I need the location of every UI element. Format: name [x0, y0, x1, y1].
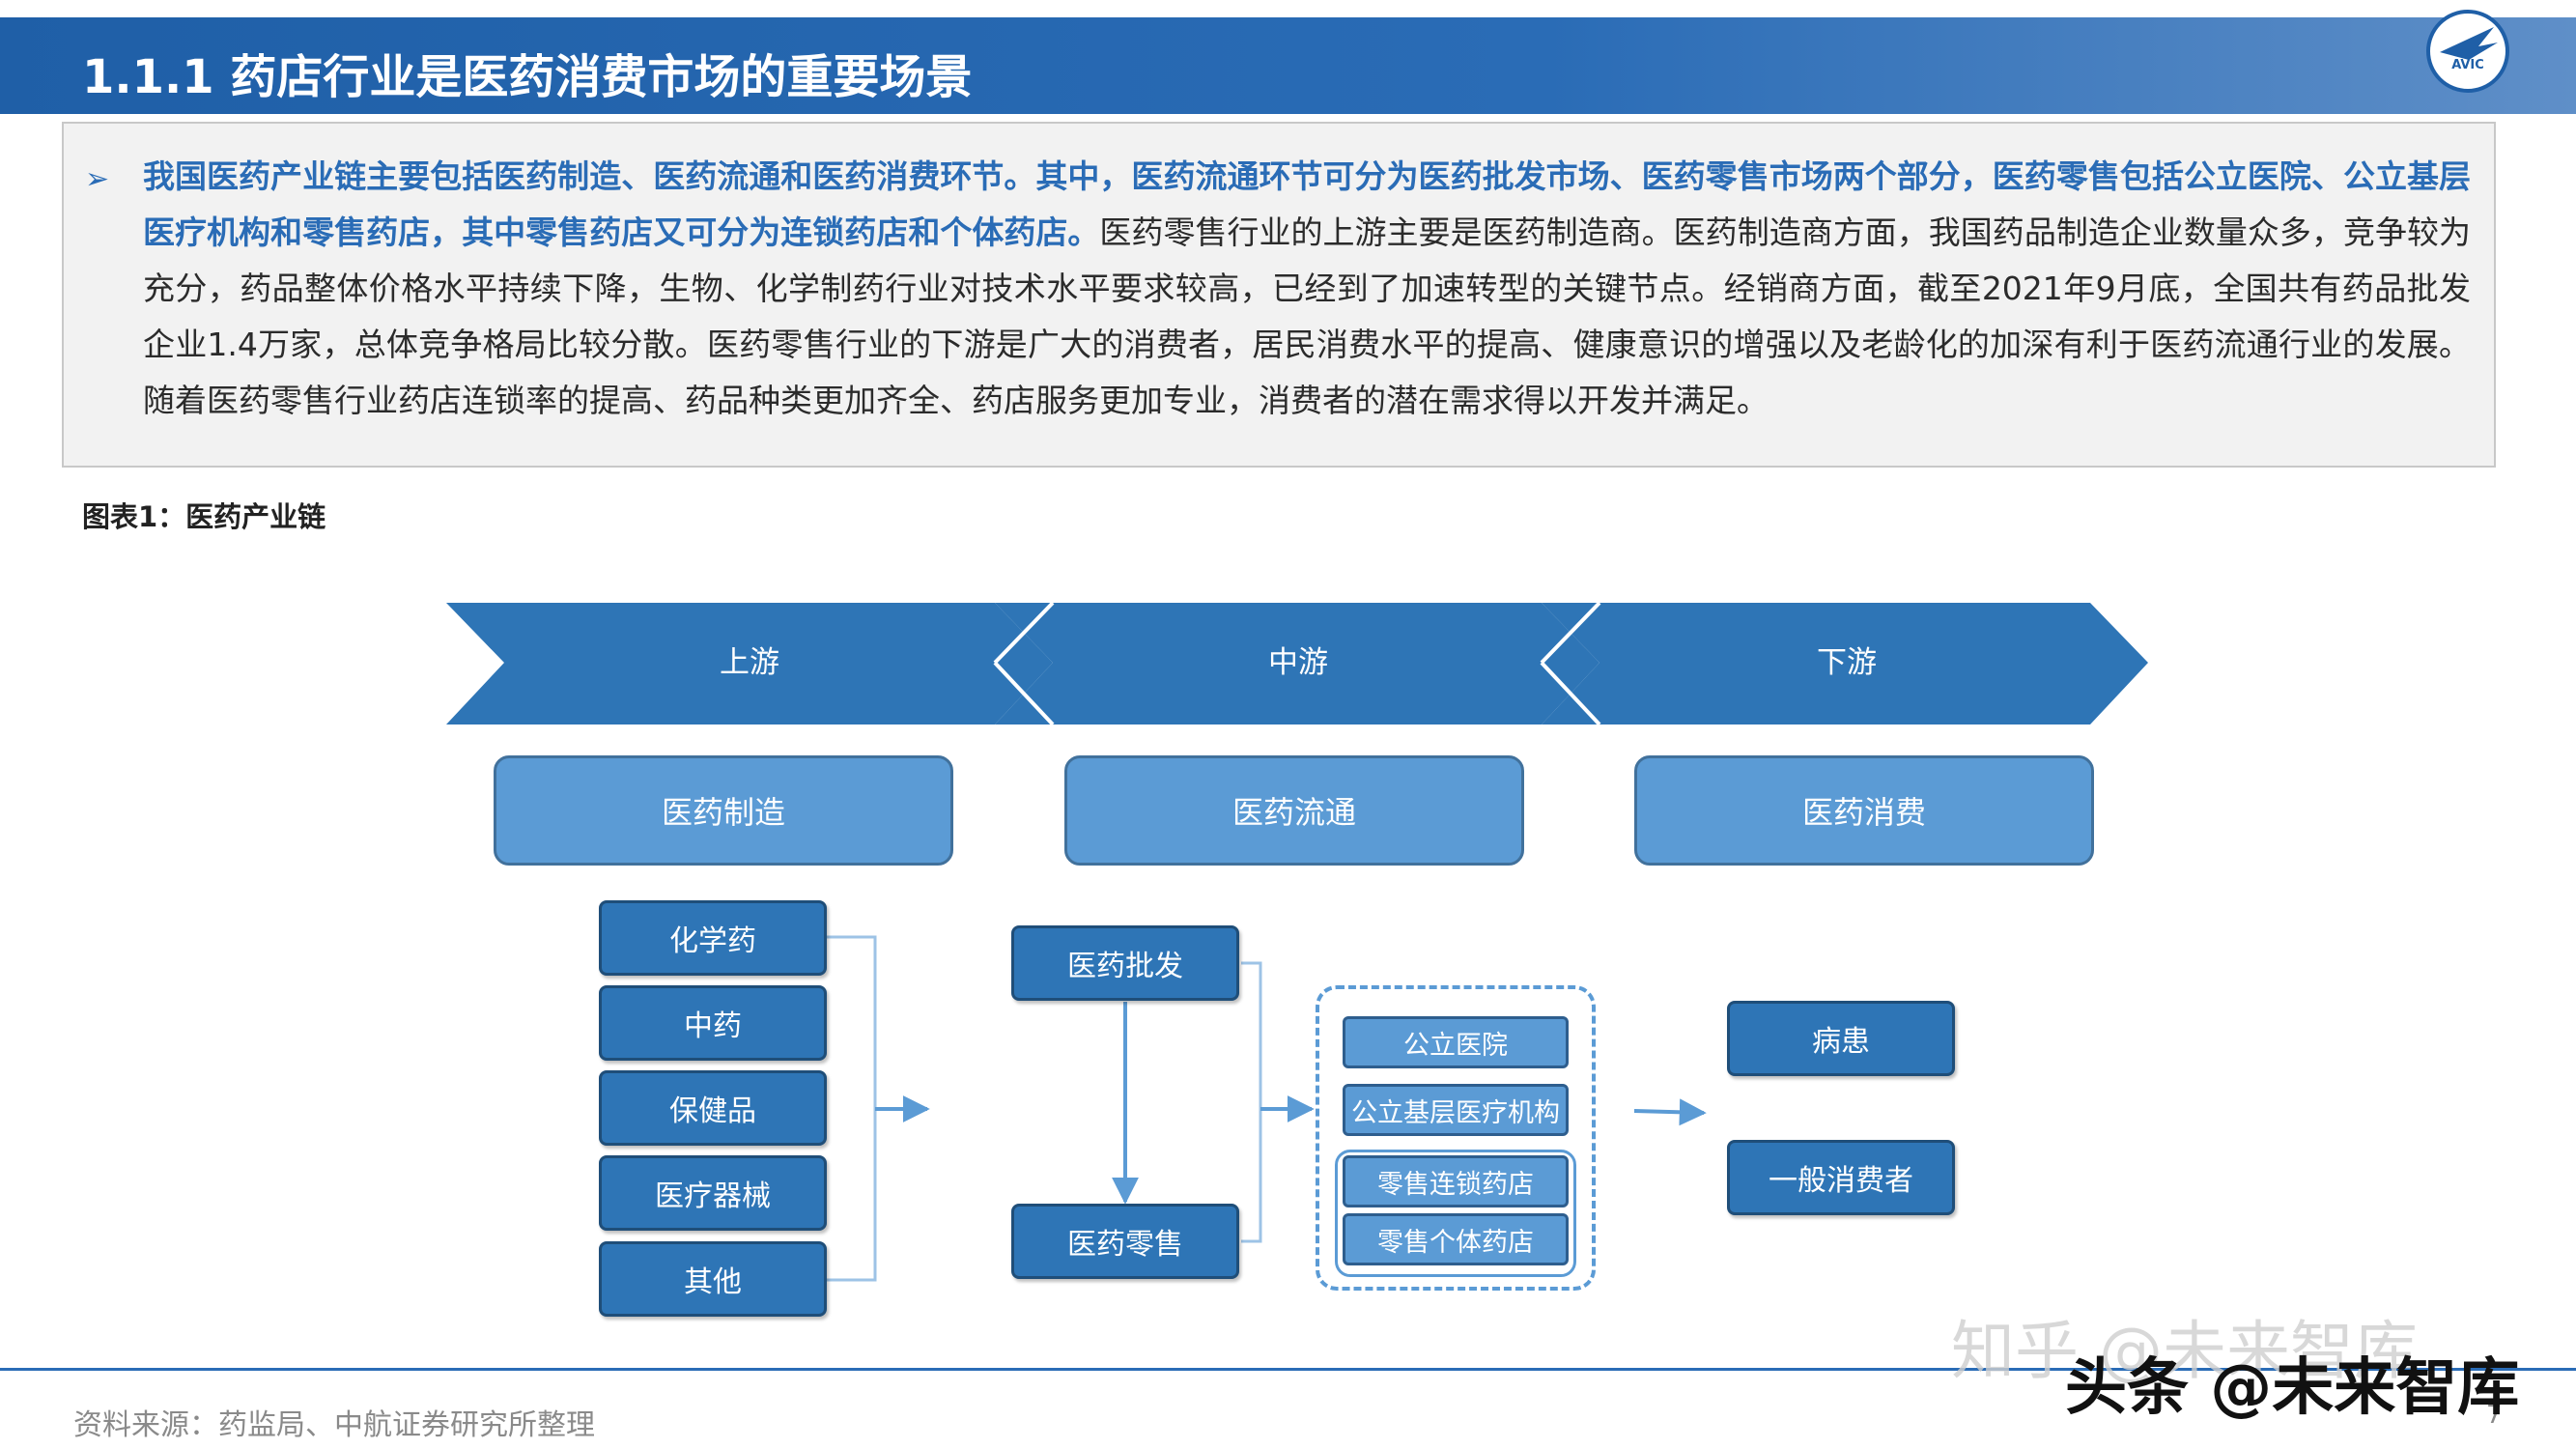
item-patients: 病患 [1727, 1001, 1955, 1076]
item-retail: 医药零售 [1011, 1204, 1239, 1279]
footer-divider [0, 1368, 2576, 1371]
item-general-consumers: 一般消费者 [1727, 1140, 1955, 1215]
item-chain-pharmacy: 零售连锁药店 [1343, 1155, 1569, 1208]
source-note: 资料来源：药监局、中航证券研究所整理 [73, 1408, 595, 1442]
page-title: 1.1.1 药店行业是医药消费市场的重要场景 [82, 50, 973, 104]
bullet-arrow-icon: ➢ [85, 162, 110, 196]
item-medical-devices: 医疗器械 [599, 1155, 827, 1231]
distribution-bracket [1241, 961, 1262, 1243]
item-public-primary-care: 公立基层医疗机构 [1343, 1084, 1569, 1136]
plane-icon [2440, 27, 2498, 60]
item-other: 其他 [599, 1241, 827, 1317]
item-chemical-drug: 化学药 [599, 900, 827, 976]
watermark-toutiao: 头条 @未来智库 [2065, 1352, 2520, 1424]
segment-distribution: 医药流通 [1064, 755, 1524, 866]
summary-paragraph: 我国医药产业链主要包括医药制造、医药流通和医药消费环节。其中，医药流通环节可分为… [143, 149, 2471, 429]
stage-chevron-upstream: 上游 [446, 603, 1053, 724]
avic-logo-icon: AVIC [2426, 10, 2509, 93]
item-health-products: 保健品 [599, 1070, 827, 1146]
stage-chevron-downstream: 下游 [1542, 603, 2148, 724]
item-public-hospital: 公立医院 [1343, 1016, 1569, 1068]
item-independent-pharmacy: 零售个体药店 [1343, 1213, 1569, 1265]
stage-label-midstream: 中游 [1268, 645, 1328, 680]
stage-label-downstream: 下游 [1817, 645, 1877, 680]
summary-box: ➢ 我国医药产业链主要包括医药制造、医药流通和医药消费环节。其中，医药流通环节可… [62, 122, 2496, 468]
manufacturing-bracket [827, 935, 877, 1282]
segment-consumption: 医药消费 [1634, 755, 2094, 866]
summary-highlight: 我国医药产业链主要包括医药制造、医药流通和医药消费环节。其中，医药流通环节可分为… [143, 157, 2471, 251]
summary-body: 医药零售行业的上游主要是医药制造商。医药制造商方面，我国药品制造企业数量众多，竞… [143, 213, 2472, 419]
stage-label-upstream: 上游 [720, 645, 779, 680]
item-wholesale: 医药批发 [1011, 925, 1239, 1001]
watermark-zhihu: 知乎 @未来智库 [1951, 1314, 2418, 1388]
item-chinese-medicine: 中药 [599, 985, 827, 1061]
figure-title: 图表1：医药产业链 [82, 500, 326, 533]
page-number: 7 [2486, 1401, 2503, 1430]
retail-pharmacy-group [1335, 1150, 1576, 1277]
logo-text: AVIC [2451, 58, 2484, 72]
retail-group [1316, 985, 1596, 1291]
arrow-retail-to-consumers [1633, 1098, 1707, 1126]
header-bar: 1.1.1 药店行业是医药消费市场的重要场景 [0, 17, 2576, 114]
stage-chevron-midstream: 中游 [995, 603, 1599, 724]
segment-manufacturing: 医药制造 [494, 755, 953, 866]
